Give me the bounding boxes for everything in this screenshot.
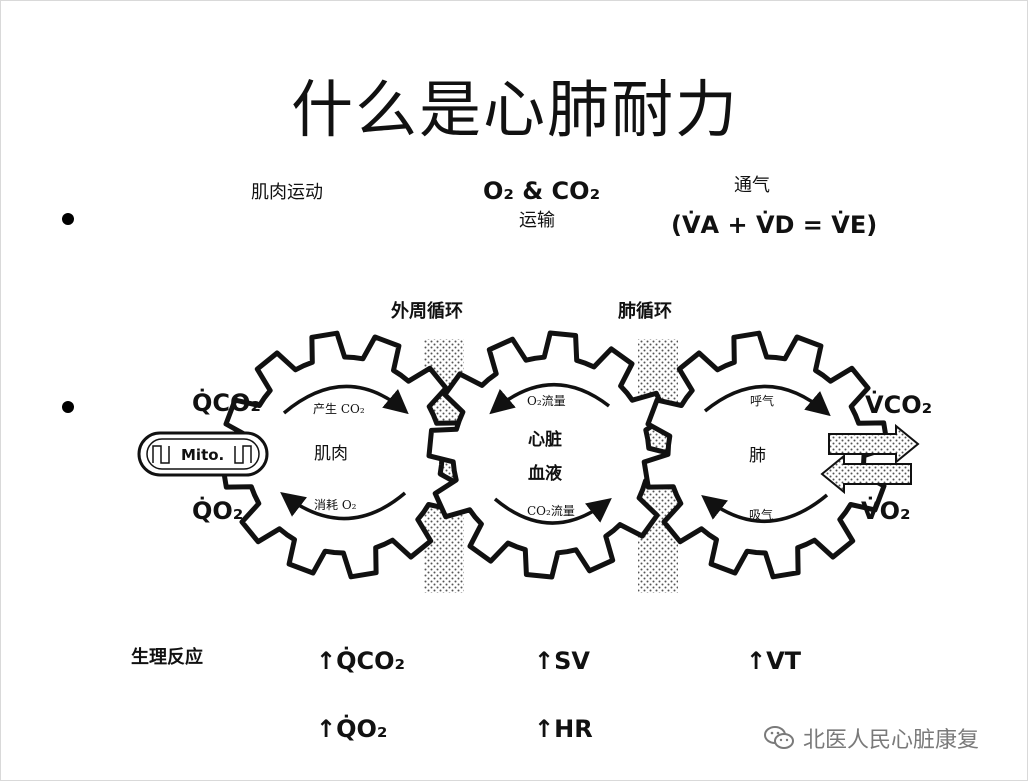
slide-title: 什么是心肺耐力 (290, 73, 739, 146)
watermark: 北医人民心脏康复 (763, 721, 979, 755)
pulmonary-circulation-label: 肺循环 (618, 300, 672, 322)
physiology-item-qo2: ↑Q̇O₂ (316, 715, 387, 743)
muscle-top-arrow (282, 384, 409, 415)
heart-gear-label-line1: 心脏 (528, 429, 562, 450)
wechat-icon (764, 726, 794, 749)
mitochondrion-icon (137, 431, 269, 477)
heart-gear (426, 330, 676, 580)
heart-gear-label-line2: 血液 (528, 463, 562, 484)
muscle-top-arrow-label: 产生 CO₂ (313, 402, 365, 416)
vco2-label: V̇CO₂ (865, 391, 932, 419)
ventilation-label: 通气 (734, 175, 770, 196)
gas-exchange-arrows-icon (820, 423, 920, 495)
physiology-item-hr: ↑HR (534, 715, 593, 743)
bullet-2 (62, 401, 74, 413)
heart-top-arrow-label: O₂流量 (527, 394, 566, 408)
qco2-label: Q̇CO₂ (192, 389, 261, 417)
heart-top-arrow (489, 383, 611, 415)
watermark-text: 北医人民心脏康复 (803, 728, 980, 753)
lung-gear-label: 肺 (749, 446, 766, 466)
lung-top-arrow-label: 呼气 (750, 393, 774, 408)
qo2-label: Q̇O₂ (192, 497, 243, 525)
heart-bottom-arrow (493, 497, 612, 525)
gas-transport-formula: O₂ & CO₂ (483, 177, 600, 205)
mitochondrion-label: Mito. (181, 446, 224, 464)
vo2-label: V̇O₂ (861, 497, 911, 525)
physiology-item-vt: ↑VT (746, 647, 802, 675)
physiology-item-sv: ↑SV (534, 647, 590, 675)
peripheral-circulation-label: 外周循环 (391, 300, 463, 322)
muscle-gear-label: 肌肉 (314, 444, 348, 464)
lung-bottom-arrow-label: 吸气 (749, 507, 773, 522)
lung-top-arrow (703, 384, 831, 417)
muscle-exercise-label: 肌肉运动 (251, 182, 323, 203)
heart-bottom-arrow-label: CO₂流量 (527, 504, 575, 518)
bullet-1 (62, 213, 74, 225)
physiology-label: 生理反应 (131, 646, 203, 668)
ventilation-formula: (V̇A + V̇D = V̇E) (671, 211, 877, 239)
muscle-bottom-arrow (280, 491, 407, 521)
physiology-item-qco2: ↑Q̇CO₂ (316, 647, 405, 675)
muscle-bottom-arrow-label: 消耗 O₂ (314, 498, 357, 512)
lung-bottom-arrow (701, 493, 829, 523)
gas-transport-label: 运输 (519, 210, 555, 231)
